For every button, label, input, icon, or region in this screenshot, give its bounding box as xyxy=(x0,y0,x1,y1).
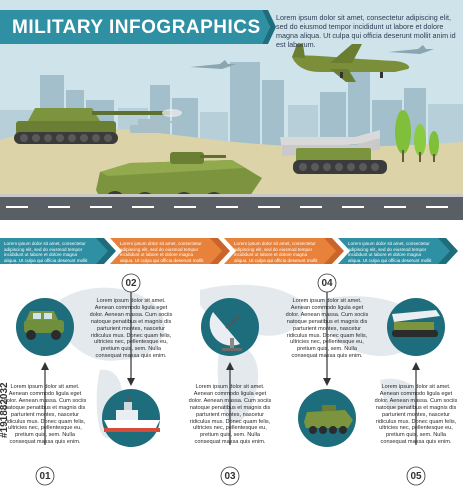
stock-id-label: #191882032 xyxy=(0,382,10,438)
step-2-circle xyxy=(102,389,160,447)
missile-launcher-small-icon xyxy=(392,310,440,337)
tank-silhouette-icon xyxy=(130,119,182,133)
step-4-text: Lorem ipsum dolor sit amet. Aenean commo… xyxy=(285,298,369,360)
step-1-circle xyxy=(16,298,74,356)
page-title: MILITARY INFOGRAPHICS xyxy=(12,17,261,38)
step-5-text: Lorem ipsum dolor sit amet. Aenean commo… xyxy=(374,384,458,446)
step-2-text: Lorem ipsum dolor sit amet. Aenean commo… xyxy=(89,298,173,360)
step-number-01: 01 xyxy=(39,471,51,482)
step-number-04: 04 xyxy=(321,278,333,289)
timeline-arrow-2 xyxy=(110,238,230,264)
intro-text: Lorem ipsum dolor sit amet, consectetur … xyxy=(276,13,456,49)
step-3-circle xyxy=(201,298,259,356)
arrow-text-1: Lorem ipsum dolor sit amet, consectetur … xyxy=(4,241,88,269)
step-number-05: 05 xyxy=(410,471,422,482)
arrow-text-4: Lorem ipsum dolor sit amet, consectetur … xyxy=(348,241,432,269)
tank-icon xyxy=(14,108,182,144)
title-banner xyxy=(0,10,276,44)
step-4-circle xyxy=(298,389,356,447)
warship-icon xyxy=(104,396,160,432)
connector-arrows xyxy=(41,292,420,445)
missile-launcher-icon xyxy=(280,130,387,174)
timeline-arrow-1 xyxy=(0,238,116,264)
step-5-circle xyxy=(387,298,445,356)
radar-dish-icon xyxy=(209,312,242,351)
step-number-03: 03 xyxy=(224,471,236,482)
step-number-02: 02 xyxy=(125,278,137,289)
arrow-text-2: Lorem ipsum dolor sit amet, consectetur … xyxy=(120,241,204,269)
road-markings xyxy=(6,206,448,208)
arrow-text-3: Lorem ipsum dolor sit amet, consectetur … xyxy=(234,241,318,269)
cargo-plane-icon xyxy=(292,44,410,82)
jeep-icon xyxy=(24,311,64,340)
tree-icons xyxy=(395,110,439,162)
step-3-text: Lorem ipsum dolor sit amet. Aenean commo… xyxy=(188,384,272,446)
small-plane-icon-2 xyxy=(388,45,434,54)
step-number-bubbles xyxy=(35,273,426,486)
step-1-text: Lorem ipsum dolor sit amet. Aenean commo… xyxy=(3,384,87,446)
timeline-arrow-4 xyxy=(338,238,458,264)
small-plane-icon xyxy=(190,60,236,69)
armored-vehicle-small-icon xyxy=(304,405,353,434)
timeline-arrow-3 xyxy=(224,238,344,264)
